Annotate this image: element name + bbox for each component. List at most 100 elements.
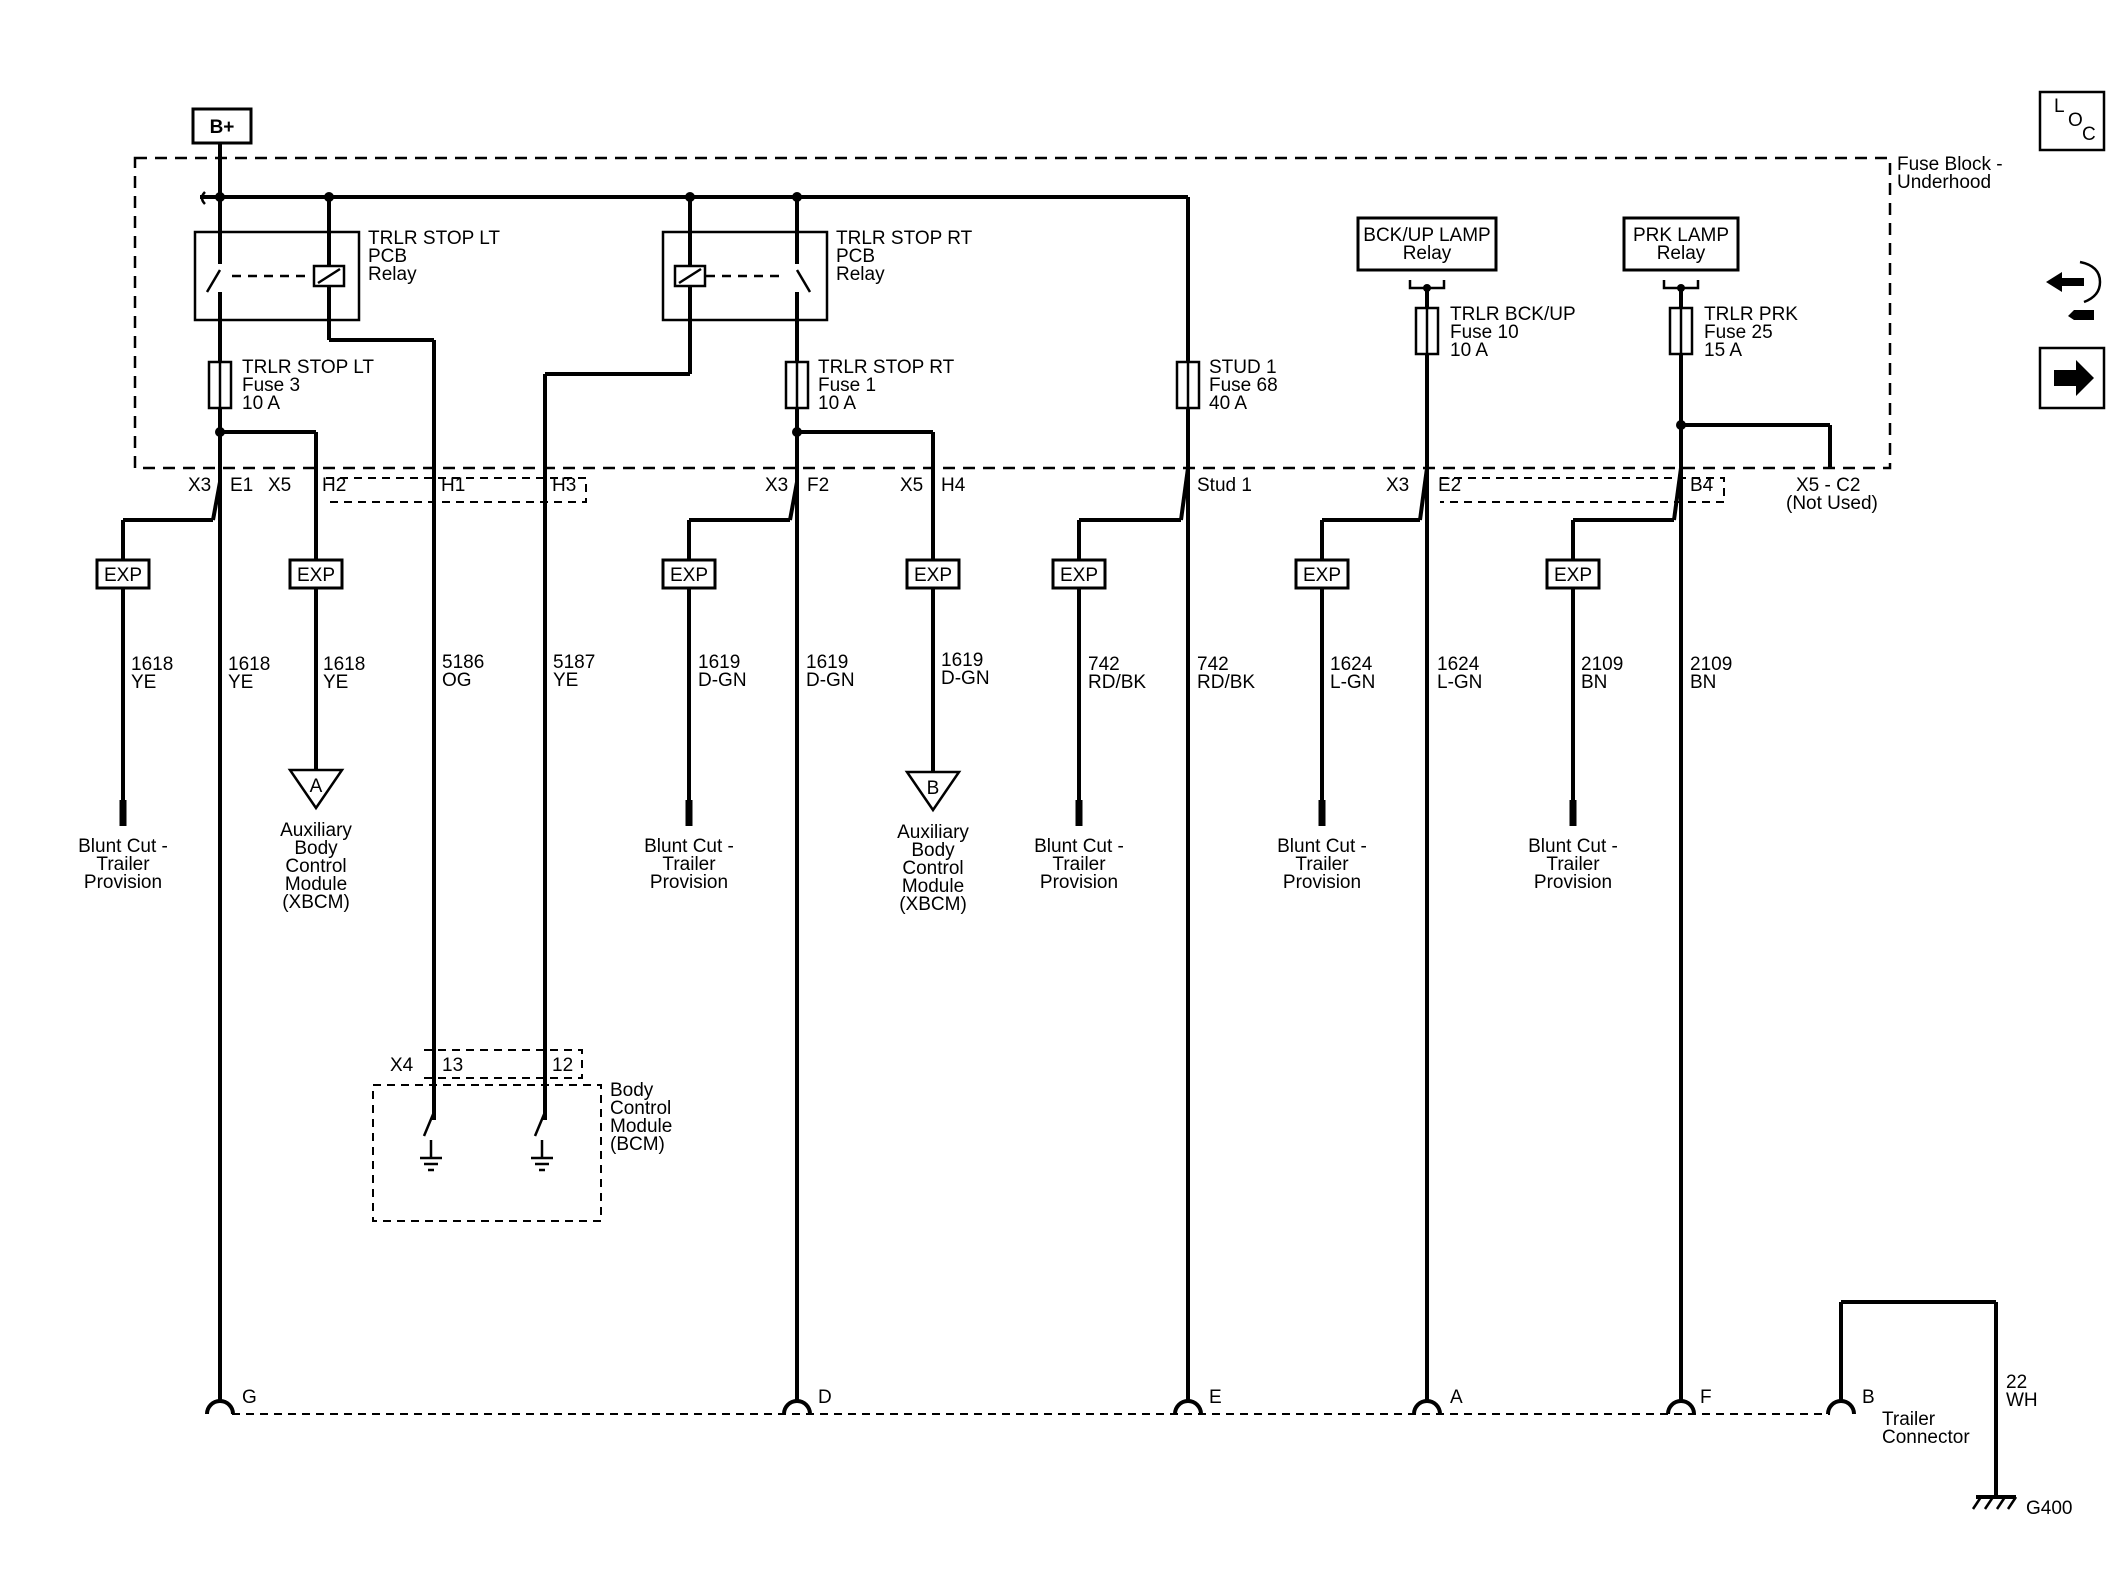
trailer-pin-f: F — [1700, 1387, 1712, 1408]
blunt-cut-1624: Blunt Cut - Trailer Provision — [1277, 836, 1367, 893]
wire-1618-a-num: 1618 — [131, 654, 173, 675]
conn-x5-lt: X5 — [268, 475, 291, 496]
blunt-cut-line2: Trailer — [1295, 854, 1349, 875]
xbcm-connector-a: A — [310, 776, 323, 797]
exp-branch-1618-lt: EXP — [95, 481, 222, 826]
relay-trlr-stop-rt: TRLR STOP RT PCB Relay — [543, 197, 973, 1120]
battery-label: B+ — [210, 117, 235, 138]
wire-742-a-color: RD/BK — [1088, 672, 1146, 693]
bcm-conn-x4: X4 — [390, 1055, 414, 1076]
blunt-cut-line2: Trailer — [1052, 854, 1106, 875]
relay-bckup-word: Relay — [1403, 243, 1452, 264]
exp-label: EXP — [1060, 565, 1098, 586]
fuse-prk-name: TRLR PRK — [1704, 304, 1798, 325]
trailer-pin-e: E — [1209, 1387, 1222, 1408]
xbcm-line4: Module — [902, 876, 964, 897]
xbcm-line5: (XBCM) — [282, 892, 350, 913]
wire-22-color: WH — [2006, 1390, 2038, 1411]
bcm-line2: Control — [610, 1098, 671, 1119]
blunt-cut-line2: Trailer — [96, 854, 150, 875]
conn-h4: H4 — [941, 475, 966, 496]
xbcm-line2: Body — [911, 840, 955, 861]
wire-5187-color: YE — [553, 670, 578, 691]
fuse-prk-number: Fuse 25 — [1704, 322, 1773, 343]
xbcm-line1: Auxiliary — [897, 822, 969, 843]
fuse-stop-rt-number: Fuse 1 — [818, 375, 876, 396]
wire-1624-a-num: 1624 — [1330, 654, 1373, 675]
blunt-cut-line3: Provision — [1283, 872, 1361, 893]
connector-tool-icon[interactable] — [2046, 260, 2102, 320]
wire-2109-b-num: 2109 — [1690, 654, 1732, 675]
wire-2109-a-color: BN — [1581, 672, 1607, 693]
wire-1624-b-num: 1624 — [1437, 654, 1480, 675]
wire-742-b-num: 742 — [1197, 654, 1229, 675]
trailer-connector-line1: Trailer — [1882, 1409, 1936, 1430]
trailer-pin-d: D — [818, 1387, 832, 1408]
relay-bckup-name: BCK/UP LAMP — [1363, 225, 1490, 246]
xbcm-label-a: Auxiliary Body Control Module (XBCM) — [280, 820, 352, 913]
next-arrow-icon[interactable] — [2038, 346, 2106, 410]
trailer-connector-line2: Connector — [1882, 1427, 1970, 1448]
conn-e1: E1 — [230, 475, 253, 496]
fuse-stop-lt-rating: 10 A — [242, 393, 280, 414]
xbcm-line5: (XBCM) — [899, 894, 967, 915]
exp-label: EXP — [1554, 565, 1592, 586]
relay-stop-lt-word: Relay — [368, 264, 417, 285]
wire-1618-c-color: YE — [323, 672, 348, 693]
splice-stop-rt — [792, 427, 935, 1400]
blunt-cut-line3: Provision — [1534, 872, 1612, 893]
xbcm-line3: Control — [285, 856, 346, 877]
fuse-bckup-number: Fuse 10 — [1450, 322, 1519, 343]
trailer-pin-g: G — [242, 1387, 257, 1408]
wire-742-b-color: RD/BK — [1197, 672, 1255, 693]
wire-1618-b-color: YE — [228, 672, 253, 693]
wire-1619-b-num: 1619 — [806, 652, 848, 673]
conn-x3-rt: X3 — [765, 475, 788, 496]
xbcm-line2: Body — [294, 838, 338, 859]
wire-5187-num: 5187 — [553, 652, 595, 673]
wire-1619-a-color: D-GN — [698, 670, 747, 691]
bcm-line3: Module — [610, 1116, 672, 1137]
wire-2109-a-num: 2109 — [1581, 654, 1623, 675]
blunt-cut-2109: Blunt Cut - Trailer Provision — [1528, 836, 1618, 893]
loc-icon[interactable]: L O C — [2038, 90, 2106, 152]
blunt-cut-742: Blunt Cut - Trailer Provision — [1034, 836, 1124, 893]
fuse-trlr-bckup: TRLR BCK/UP Fuse 10 10 A — [1414, 304, 1576, 1400]
xbcm-connector-b: B — [927, 778, 940, 799]
xbcm-line4: Module — [285, 874, 347, 895]
conn-h2: H2 — [322, 475, 346, 496]
conn-x3-bckup: X3 — [1386, 475, 1409, 496]
blunt-cut-line2: Trailer — [662, 854, 716, 875]
exp-label: EXP — [1303, 565, 1341, 586]
connector-strip: X3 E1 X5 H2 H1 H3 X3 F2 X5 H4 Stud 1 X3 … — [188, 468, 1878, 514]
fuse-stud1-number: Fuse 68 — [1209, 375, 1278, 396]
wire-labels: 1618 YE 1618 YE 1618 YE 5186 OG 5187 YE … — [131, 650, 1732, 693]
wire-1618-c-num: 1618 — [323, 654, 365, 675]
fuse-trlr-prk: TRLR PRK Fuse 25 15 A — [1668, 304, 1832, 1400]
wire-1624-a-color: L-GN — [1330, 672, 1375, 693]
fuse-stop-rt-rating: 10 A — [818, 393, 856, 414]
wire-1619-c-color: D-GN — [941, 668, 990, 689]
relay-prk-word: Relay — [1657, 243, 1706, 264]
ground-icon — [420, 1140, 442, 1172]
exp-branch-1624: EXP — [1294, 467, 1429, 826]
exp-branch-742: EXP — [1051, 467, 1190, 1400]
fuse-bckup-rating: 10 A — [1450, 340, 1488, 361]
fuse-block-label-2: Underhood — [1897, 172, 1991, 193]
exp-branch-1619-rt: EXP — [661, 481, 799, 826]
wire-1618-a-color: YE — [131, 672, 156, 693]
conn-x5-c2: X5 - C2 — [1796, 475, 1860, 496]
fuse-stud1-name: STUD 1 — [1209, 357, 1277, 378]
blunt-cut-line1: Blunt Cut - — [644, 836, 734, 857]
trailer-connector: G D E A F B Trailer Connector 22 WH G400 — [205, 1300, 2072, 1519]
fuse-stud1-rating: 40 A — [1209, 393, 1247, 414]
conn-f2: F2 — [807, 475, 829, 496]
blunt-cut-line3: Provision — [84, 872, 162, 893]
relay-stop-rt-name: TRLR STOP RT — [836, 228, 973, 249]
exp-branch-1619-h4: EXP B — [904, 558, 962, 813]
wire-1619-b-color: D-GN — [806, 670, 855, 691]
loc-l: L — [2054, 96, 2065, 117]
xbcm-label-b: Auxiliary Body Control Module (XBCM) — [897, 822, 969, 915]
trailer-pin-b: B — [1862, 1387, 1875, 1408]
